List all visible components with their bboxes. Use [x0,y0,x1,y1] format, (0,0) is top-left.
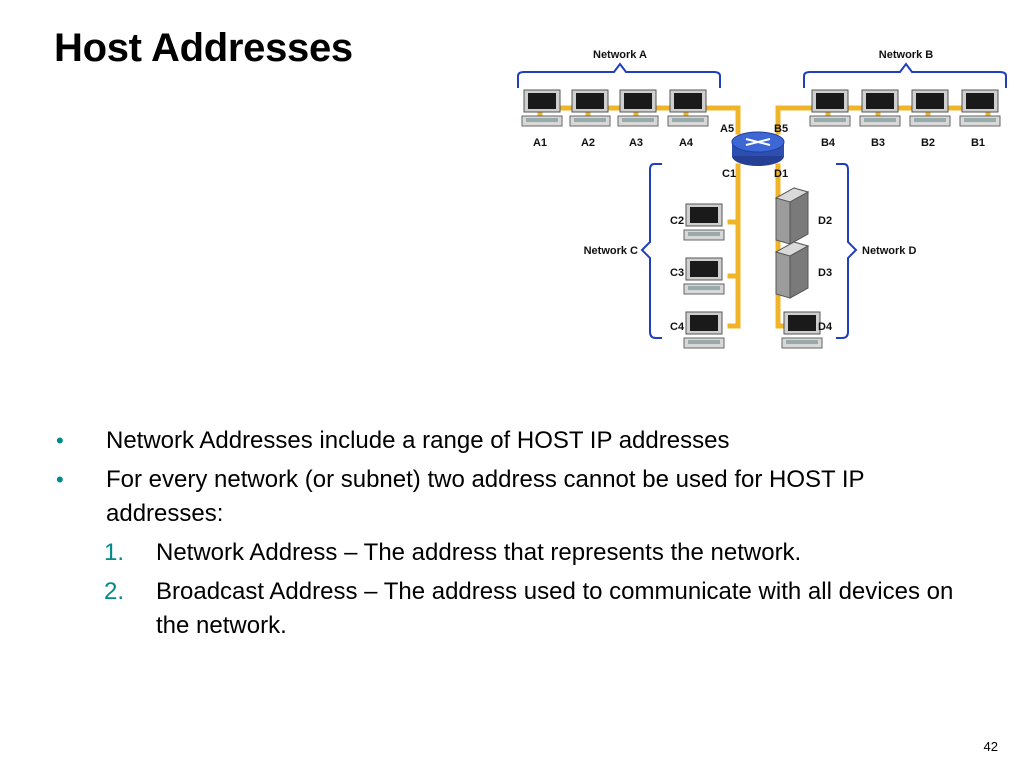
label-host-b3: B3 [871,137,885,149]
hosts-network-c [683,203,725,349]
network-braces [517,62,1007,339]
label-host-a4: A4 [679,137,694,149]
bullet-dot-icon: • [56,467,64,492]
network-diagram: Network A Network B Network C Network D … [510,36,1010,366]
label-network-c: Network C [584,245,638,257]
network-diagram-svg: Network A Network B Network C Network D … [517,49,1007,349]
bullet-text: Network Addresses include a range of HOS… [106,427,730,454]
slide-title: Host Addresses [54,26,353,70]
item-text: Network Address – The address that repre… [156,539,802,566]
label-host-d3: D3 [818,267,832,279]
item-text: Broadcast Address – The address used to … [156,578,954,639]
item-number: 2. [104,578,125,605]
label-host-d4: D4 [818,321,833,333]
label-host-b2: B2 [921,137,935,149]
label-network-d: Network D [862,245,916,257]
label-host-a2: A2 [581,137,595,149]
label-host-c4: C4 [670,321,685,333]
router [731,131,785,166]
bullet-item: • For every network (or subnet) two addr… [56,463,986,531]
label-port-c1: C1 [722,168,736,180]
label-host-b1: B1 [971,137,985,149]
label-port-a5: A5 [720,123,734,135]
label-port-b5: B5 [774,123,788,135]
label-host-a3: A3 [629,137,643,149]
bullet-text: For every network (or subnet) two addres… [106,466,865,527]
numbered-item: 1. Network Address – The address that re… [56,536,986,570]
label-network-b: Network B [879,49,933,61]
label-host-d2: D2 [818,215,832,227]
bullet-list: • Network Addresses include a range of H… [56,424,986,648]
label-host-c3: C3 [670,267,684,279]
numbered-item: 2. Broadcast Address – The address used … [56,575,986,643]
bullet-dot-icon: • [56,428,64,453]
label-host-a1: A1 [533,137,547,149]
label-network-a: Network A [593,49,647,61]
label-host-c2: C2 [670,215,684,227]
item-number: 1. [104,539,125,566]
page-number: 42 [983,739,998,754]
label-host-b4: B4 [821,137,836,149]
label-port-d1: D1 [774,168,788,180]
bullet-item: • Network Addresses include a range of H… [56,424,986,458]
